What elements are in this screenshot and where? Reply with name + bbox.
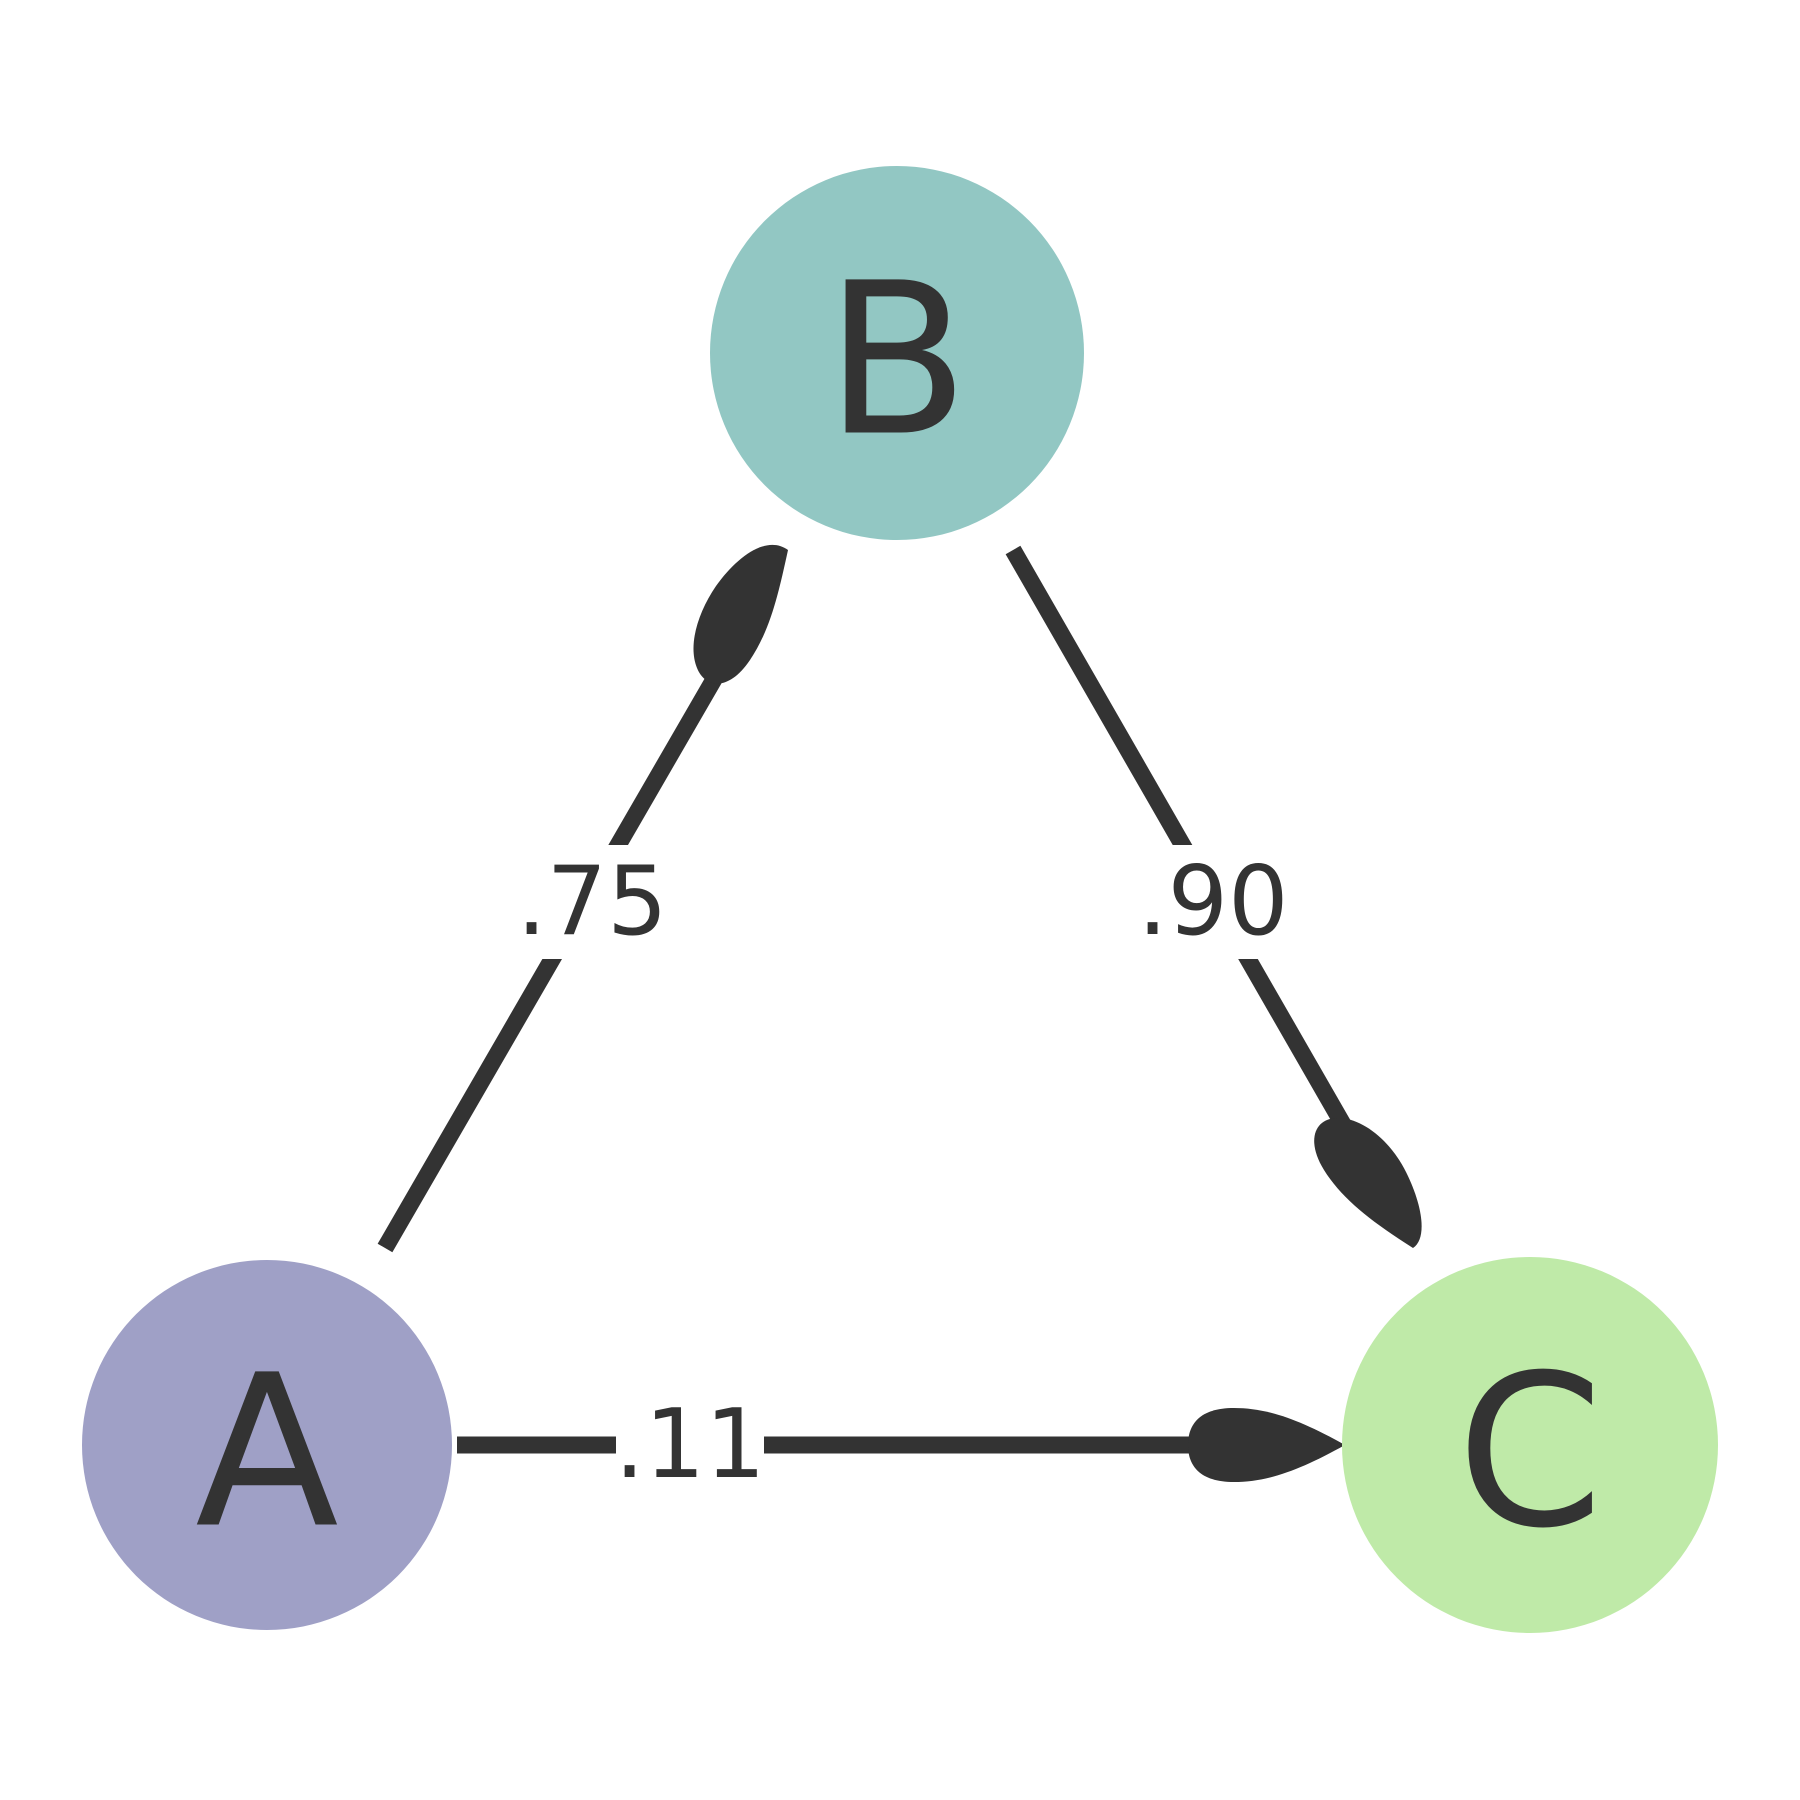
edge-a-to-b-label: .75 bbox=[516, 847, 667, 957]
edge-label-layer: .75 .90 .11 bbox=[516, 845, 1289, 1502]
edge-a-to-c[interactable] bbox=[457, 1408, 1345, 1482]
node-a-label: A bbox=[195, 1330, 339, 1575]
edge-a-to-b-arrowhead bbox=[693, 544, 788, 684]
node-c-label: C bbox=[1457, 1330, 1604, 1575]
node-layer: A B C bbox=[82, 166, 1718, 1633]
node-c[interactable]: C bbox=[1342, 1257, 1718, 1633]
edge-layer bbox=[377, 544, 1422, 1482]
edge-a-to-b-label-bg bbox=[516, 845, 668, 959]
edge-b-to-c-label-bg bbox=[1137, 845, 1289, 959]
edge-a-to-c-label-bg bbox=[616, 1388, 764, 1502]
node-a[interactable]: A bbox=[82, 1260, 452, 1630]
edge-b-to-c-label: .90 bbox=[1137, 847, 1288, 957]
node-b-circle[interactable] bbox=[710, 166, 1084, 540]
edge-a-to-c-arrowhead bbox=[1188, 1408, 1345, 1482]
edge-b-to-c-arrowhead bbox=[1314, 1118, 1422, 1248]
node-b[interactable]: B bbox=[710, 166, 1084, 540]
node-a-circle[interactable] bbox=[82, 1260, 452, 1630]
node-c-circle[interactable] bbox=[1342, 1257, 1718, 1633]
edge-a-to-c-label: .11 bbox=[614, 1390, 765, 1500]
node-b-label: B bbox=[825, 238, 969, 483]
